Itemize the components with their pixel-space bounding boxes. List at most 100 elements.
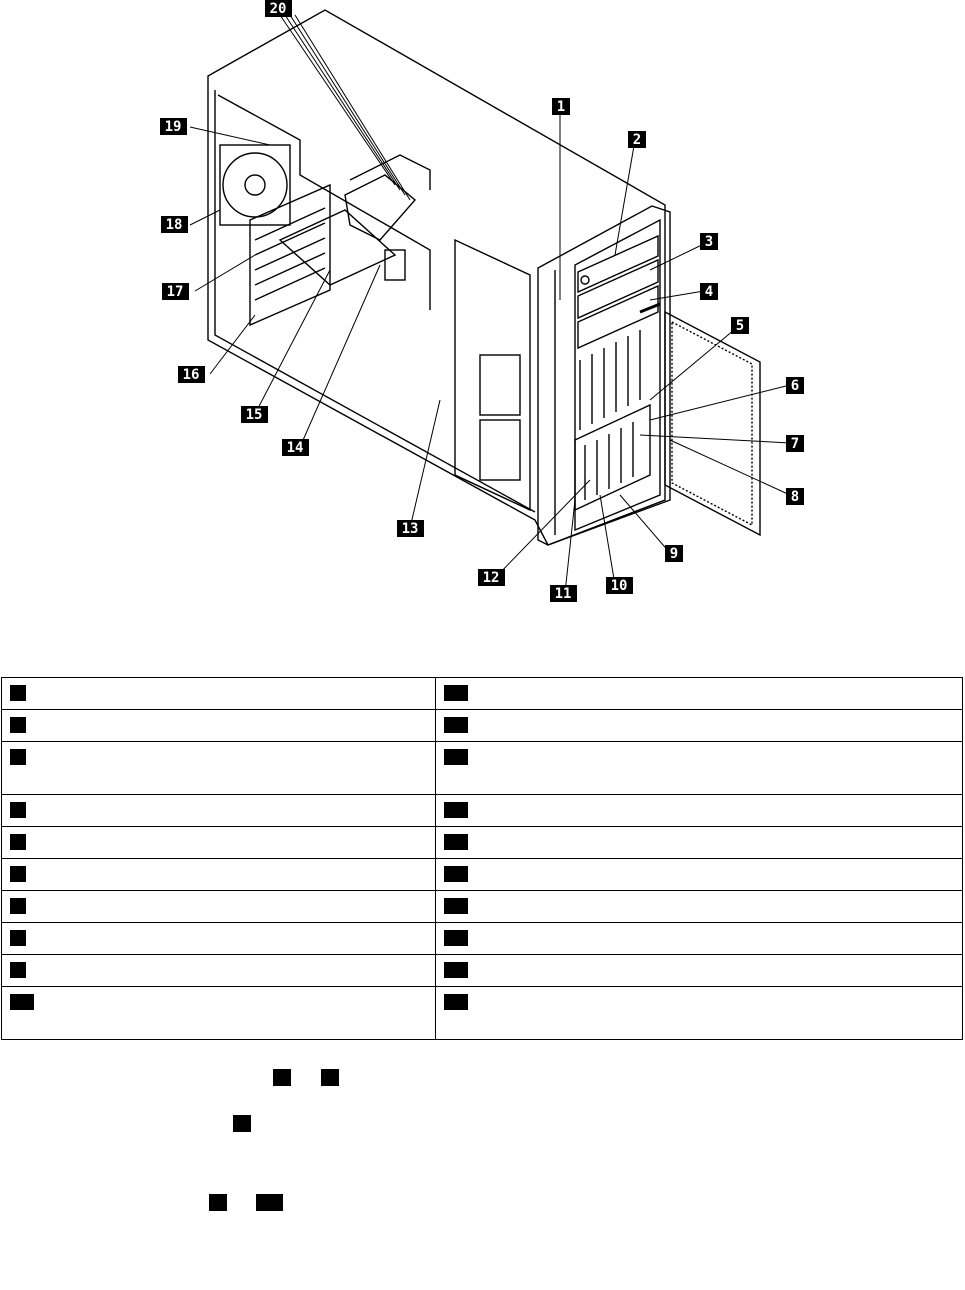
svg-text:19: 19 (165, 119, 182, 135)
note-ref-badge (233, 1115, 251, 1132)
legend-badge-4 (10, 802, 26, 818)
callout-3: 3 (700, 233, 718, 250)
callout-8: 8 (786, 488, 804, 505)
callout-18: 18 (161, 216, 188, 233)
callout-14: 14 (282, 439, 309, 456)
front-door (664, 310, 761, 537)
svg-text:2: 2 (633, 132, 641, 148)
legend-row (1, 986, 964, 1040)
note-ref-badge (321, 1069, 339, 1086)
svg-text:17: 17 (167, 284, 184, 300)
optical-drive-4 (577, 284, 659, 350)
legend-cell-4 (1, 794, 436, 827)
svg-text:3: 3 (705, 234, 713, 250)
legend-row (1, 922, 964, 955)
note-ref-badge (209, 1194, 227, 1211)
legend-cell-15 (434, 826, 964, 859)
note-ref-badge (273, 1069, 291, 1086)
legend-cell-9 (1, 954, 436, 987)
callouts: 1 2 3 4 5 6 7 8 9 10 11 12 13 14 15 16 1… (160, 0, 804, 602)
svg-text:1: 1 (557, 99, 565, 115)
chassis-outline (207, 9, 666, 546)
svg-text:6: 6 (791, 378, 799, 394)
legend-cell-19 (434, 954, 964, 987)
legend-cell-11 (434, 677, 964, 710)
legend-badge-7 (10, 898, 26, 914)
callout-4: 4 (700, 283, 718, 300)
callout-7: 7 (786, 435, 804, 452)
legend-cell-8 (1, 922, 436, 955)
svg-text:15: 15 (246, 407, 263, 423)
legend-badge-2 (10, 717, 26, 733)
server-exploded-diagram: 1 2 3 4 5 6 7 8 9 10 11 12 13 14 15 16 1… (160, 0, 804, 602)
legend-cell-2 (1, 709, 436, 742)
optical-bay-3 (577, 258, 659, 320)
legend-badge-14 (443, 802, 468, 818)
legend-cell-3 (1, 741, 436, 795)
legend-badge-8 (10, 930, 26, 946)
pci-slots (249, 183, 331, 327)
svg-text:20: 20 (270, 1, 287, 17)
callout-12: 12 (478, 569, 505, 586)
legend-badge-19 (443, 962, 468, 978)
callout-15: 15 (241, 406, 268, 423)
callout-13: 13 (397, 520, 424, 537)
legend-row (1, 709, 964, 742)
legend-cell-10 (1, 986, 436, 1040)
expansion-card (278, 209, 397, 286)
chassis-inner-edge (214, 90, 536, 513)
legend-badge-17 (443, 898, 468, 914)
legend-row (1, 794, 964, 827)
legend-badge-20 (443, 994, 468, 1010)
legend-badge-9 (10, 962, 26, 978)
front-bezel (537, 205, 671, 546)
legend-table (1, 677, 964, 1040)
legend-badge-1 (10, 685, 26, 701)
legend-cell-7 (1, 890, 436, 923)
legend-cell-17 (434, 890, 964, 923)
power-supply-cage (454, 238, 531, 512)
svg-text:18: 18 (166, 217, 183, 233)
legend-cell-14 (434, 794, 964, 827)
legend-badge-5 (10, 834, 26, 850)
legend-row (1, 826, 964, 859)
legend-cell-20 (434, 986, 964, 1040)
svg-text:4: 4 (705, 284, 713, 300)
legend-badge-15 (443, 834, 468, 850)
svg-text:14: 14 (287, 440, 304, 456)
legend-row (1, 677, 964, 710)
rear-fan (219, 144, 291, 226)
heatsink (344, 174, 416, 241)
legend-badge-12 (443, 717, 468, 733)
legend-row (1, 890, 964, 923)
callout-19: 19 (160, 118, 187, 135)
svg-text:9: 9 (670, 546, 678, 562)
legend-badge-10 (10, 994, 34, 1010)
legend-badge-16 (443, 866, 468, 882)
callout-6: 6 (786, 377, 804, 394)
legend-row (1, 741, 964, 795)
callout-16: 16 (178, 366, 205, 383)
svg-text:16: 16 (183, 367, 200, 383)
legend-cell-1 (1, 677, 436, 710)
callout-2: 2 (628, 131, 646, 148)
legend-cell-6 (1, 858, 436, 891)
legend-row (1, 954, 964, 987)
callout-11: 11 (550, 585, 577, 602)
callout-5: 5 (731, 317, 749, 334)
hdd-slots (574, 330, 651, 512)
legend-cell-18 (434, 922, 964, 955)
legend-cell-5 (1, 826, 436, 859)
leader-lines (189, 14, 791, 594)
callout-20: 20 (265, 0, 292, 17)
svg-text:10: 10 (611, 578, 628, 594)
callout-10: 10 (606, 577, 633, 594)
legend-badge-11 (443, 685, 468, 701)
legend-row (1, 858, 964, 891)
legend-cell-12 (434, 709, 964, 742)
legend-cell-13 (434, 741, 964, 795)
legend-badge-6 (10, 866, 26, 882)
optical-bay-2 (577, 234, 659, 294)
callout-9: 9 (665, 545, 683, 562)
legend-badge-18 (443, 930, 468, 946)
